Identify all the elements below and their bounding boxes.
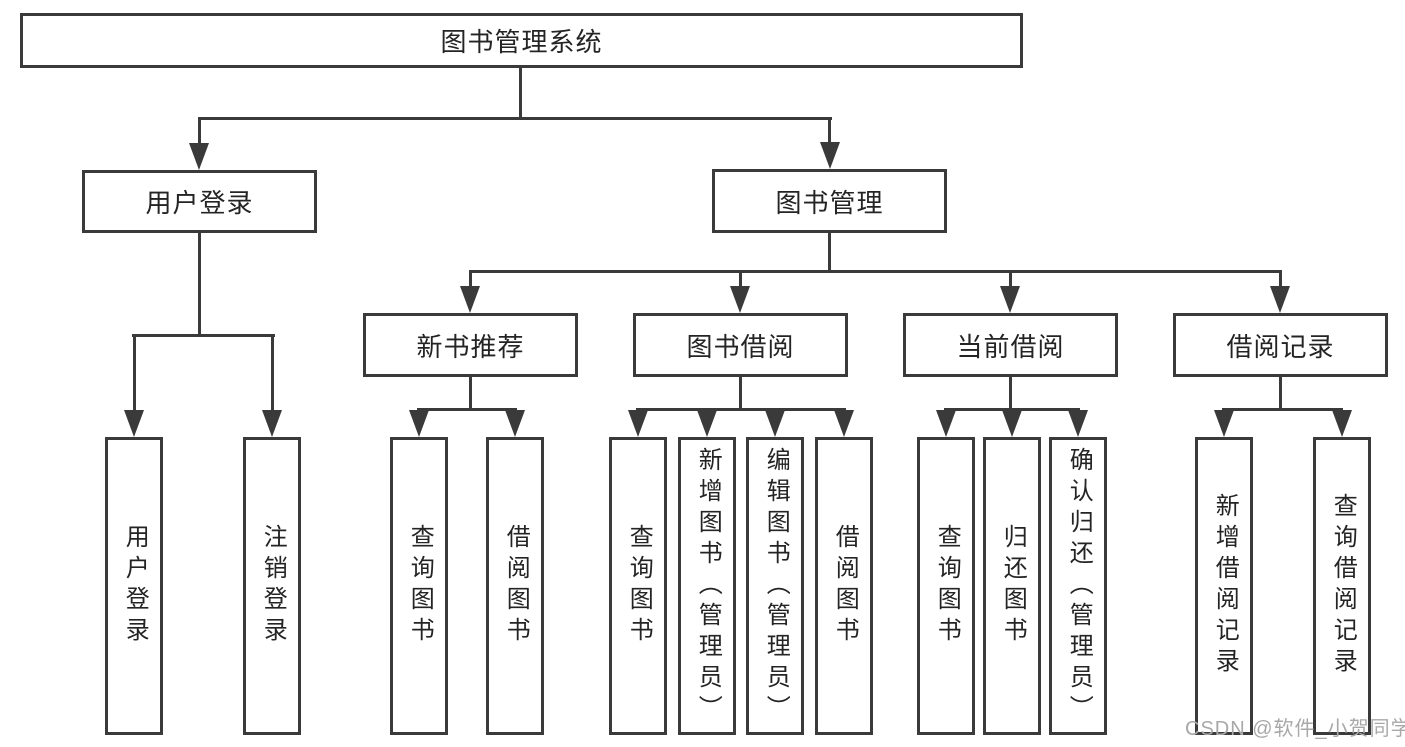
- conn-new-book-hsplit: [417, 408, 517, 411]
- node-borrow-records-label: 借阅记录: [1226, 331, 1335, 362]
- down-arrowhead-cur-confirm: [1068, 410, 1088, 437]
- node-book-mgmt: 图书管理: [712, 169, 947, 233]
- conn-drop-current-borrow: [1009, 273, 1012, 286]
- conn-user-login-stem: [198, 233, 201, 335]
- conn-drop-leaf-login: [133, 337, 136, 410]
- down-arrowhead-bb-query: [628, 410, 648, 437]
- conn-book-borrow-hsplit: [636, 408, 846, 411]
- down-arrowhead-book-mgmt: [820, 142, 840, 169]
- down-arrowhead-current-borrow: [1000, 286, 1020, 313]
- node-root: 图书管理系统: [20, 13, 1023, 68]
- leaf-user-login: 用户登录: [105, 437, 163, 735]
- csdn-watermark: CSDN @软件_小贺同学: [1185, 718, 1405, 740]
- leaf-bb-add-books-admin: 新增图书（管理员）: [678, 437, 736, 735]
- down-arrowhead-rec-query-record: [1332, 410, 1352, 437]
- down-arrowhead-leaf-logout: [262, 410, 282, 437]
- leaf-logout-label: 注销登录: [259, 524, 287, 648]
- node-book-borrow: 图书借阅: [633, 313, 848, 377]
- leaf-user-login-label: 用户登录: [121, 524, 149, 648]
- down-arrowhead-user-login: [189, 143, 209, 170]
- conn-user-login-hsplit: [132, 334, 275, 337]
- node-current-borrow-label: 当前借阅: [956, 331, 1065, 362]
- conn-current-stem: [1009, 377, 1012, 411]
- conn-root-hsplit: [198, 117, 832, 120]
- node-user-login: 用户登录: [82, 170, 317, 233]
- conn-drop-book-mgmt: [828, 120, 831, 143]
- leaf-add-borrow-record: 新增借阅记录: [1195, 437, 1253, 735]
- leaf-cur-confirm-return-admin-label: 确认归还（管理员）: [1065, 446, 1093, 726]
- down-arrowhead-cur-query: [936, 410, 956, 437]
- leaf-logout: 注销登录: [243, 437, 301, 735]
- conn-drop-borrow-records: [1279, 273, 1282, 286]
- conn-drop-new-book: [469, 273, 472, 286]
- leaf-cur-query-books: 查询图书: [917, 437, 975, 735]
- down-arrowhead-rec-borrow: [505, 410, 525, 437]
- conn-book-mgmt-stem: [828, 233, 831, 273]
- down-arrowhead-cur-return: [1002, 410, 1022, 437]
- leaf-rec-query-books: 查询图书: [390, 437, 448, 735]
- leaf-cur-confirm-return-admin: 确认归还（管理员）: [1049, 437, 1107, 735]
- leaf-add-borrow-record-label: 新增借阅记录: [1211, 493, 1239, 679]
- down-arrowhead-new-book: [460, 286, 480, 313]
- leaf-rec-query-books-label: 查询图书: [406, 524, 434, 648]
- leaf-rec-borrow-books-label: 借阅图书: [502, 524, 530, 648]
- node-new-book-rec: 新书推荐: [363, 313, 578, 377]
- node-current-borrow: 当前借阅: [903, 313, 1118, 377]
- node-user-login-label: 用户登录: [145, 188, 254, 218]
- leaf-bb-borrow-books-label: 借阅图书: [831, 524, 859, 648]
- down-arrowhead-bb-add: [697, 410, 717, 437]
- leaf-bb-edit-books-admin-label: 编辑图书（管理员）: [762, 446, 790, 726]
- leaf-rec-borrow-books: 借阅图书: [486, 437, 544, 735]
- down-arrowhead-bb-edit: [765, 410, 785, 437]
- down-arrowhead-rec-query: [409, 410, 429, 437]
- conn-drop-user-login: [198, 120, 201, 143]
- node-borrow-records: 借阅记录: [1173, 313, 1388, 377]
- down-arrowhead-book-borrow: [730, 286, 750, 313]
- conn-records-stem: [1279, 377, 1282, 411]
- leaf-bb-edit-books-admin: 编辑图书（管理员）: [746, 437, 804, 735]
- leaf-cur-query-books-label: 查询图书: [933, 524, 961, 648]
- conn-drop-book-borrow: [739, 273, 742, 286]
- node-new-book-rec-label: 新书推荐: [416, 331, 525, 362]
- down-arrowhead-borrow-records: [1270, 286, 1290, 313]
- conn-drop-leaf-logout: [271, 337, 274, 410]
- node-root-label: 图书管理系统: [440, 27, 603, 57]
- node-book-borrow-label: 图书借阅: [686, 331, 795, 362]
- leaf-query-borrow-record: 查询借阅记录: [1313, 437, 1371, 735]
- leaf-query-borrow-record-label: 查询借阅记录: [1329, 493, 1357, 679]
- leaf-cur-return-books-label: 归还图书: [999, 524, 1027, 648]
- leaf-bb-query-books: 查询图书: [609, 437, 667, 735]
- leaf-bb-borrow-books: 借阅图书: [815, 437, 873, 735]
- node-book-mgmt-label: 图书管理: [775, 187, 884, 218]
- conn-root-stem: [519, 68, 522, 118]
- conn-new-book-stem: [469, 377, 472, 411]
- down-arrowhead-bb-borrow: [834, 410, 854, 437]
- down-arrowhead-rec-add-record: [1214, 410, 1234, 437]
- down-arrowhead-leaf-login: [124, 410, 144, 437]
- conn-book-borrow-stem: [739, 377, 742, 411]
- conn-current-hsplit: [944, 408, 1080, 411]
- leaf-cur-return-books: 归还图书: [983, 437, 1041, 735]
- leaf-bb-query-books-label: 查询图书: [625, 524, 653, 648]
- leaf-bb-add-books-admin-label: 新增图书（管理员）: [694, 446, 722, 726]
- conn-records-hsplit: [1222, 408, 1343, 411]
- conn-book-mgmt-hsplit: [469, 270, 1282, 273]
